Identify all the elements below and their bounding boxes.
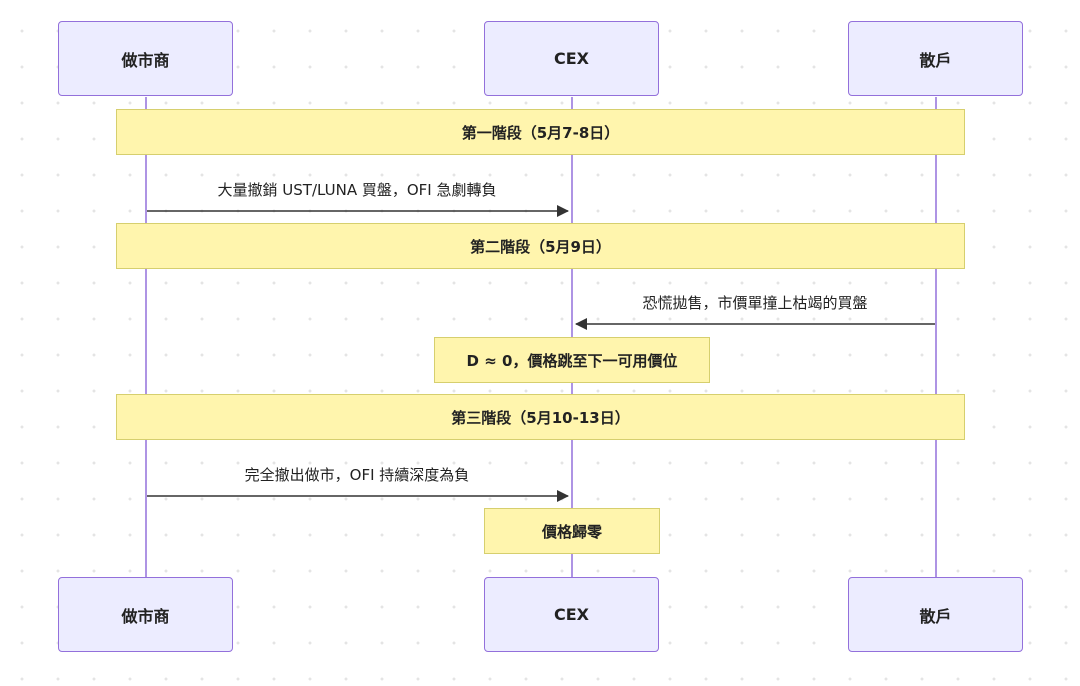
- participant-retail-bottom: 散戶: [848, 577, 1023, 652]
- phase-note-1: 第一階段（5月7-8日）: [116, 109, 965, 155]
- participant-cex-bottom: CEX: [484, 577, 659, 652]
- phase-note-2: 第二階段（5月9日）: [116, 223, 965, 269]
- participant-cex-top: CEX: [484, 21, 659, 96]
- message-label-2: 恐慌拋售，市價單撞上枯竭的買盤: [642, 294, 868, 312]
- participant-market-maker-top: 做市商: [58, 21, 233, 96]
- message-label-3: 完全撤出做市，OFI 持續深度為負: [244, 466, 470, 484]
- message-label-1: 大量撤銷 UST/LUNA 買盤，OFI 急劇轉負: [217, 181, 497, 199]
- note-depth-zero: D ≈ 0，價格跳至下一可用價位: [434, 337, 710, 383]
- participant-retail-top: 散戶: [848, 21, 1023, 96]
- participant-market-maker-bottom: 做市商: [58, 577, 233, 652]
- note-price-zero: 價格歸零: [484, 508, 660, 554]
- phase-note-3: 第三階段（5月10-13日）: [116, 394, 965, 440]
